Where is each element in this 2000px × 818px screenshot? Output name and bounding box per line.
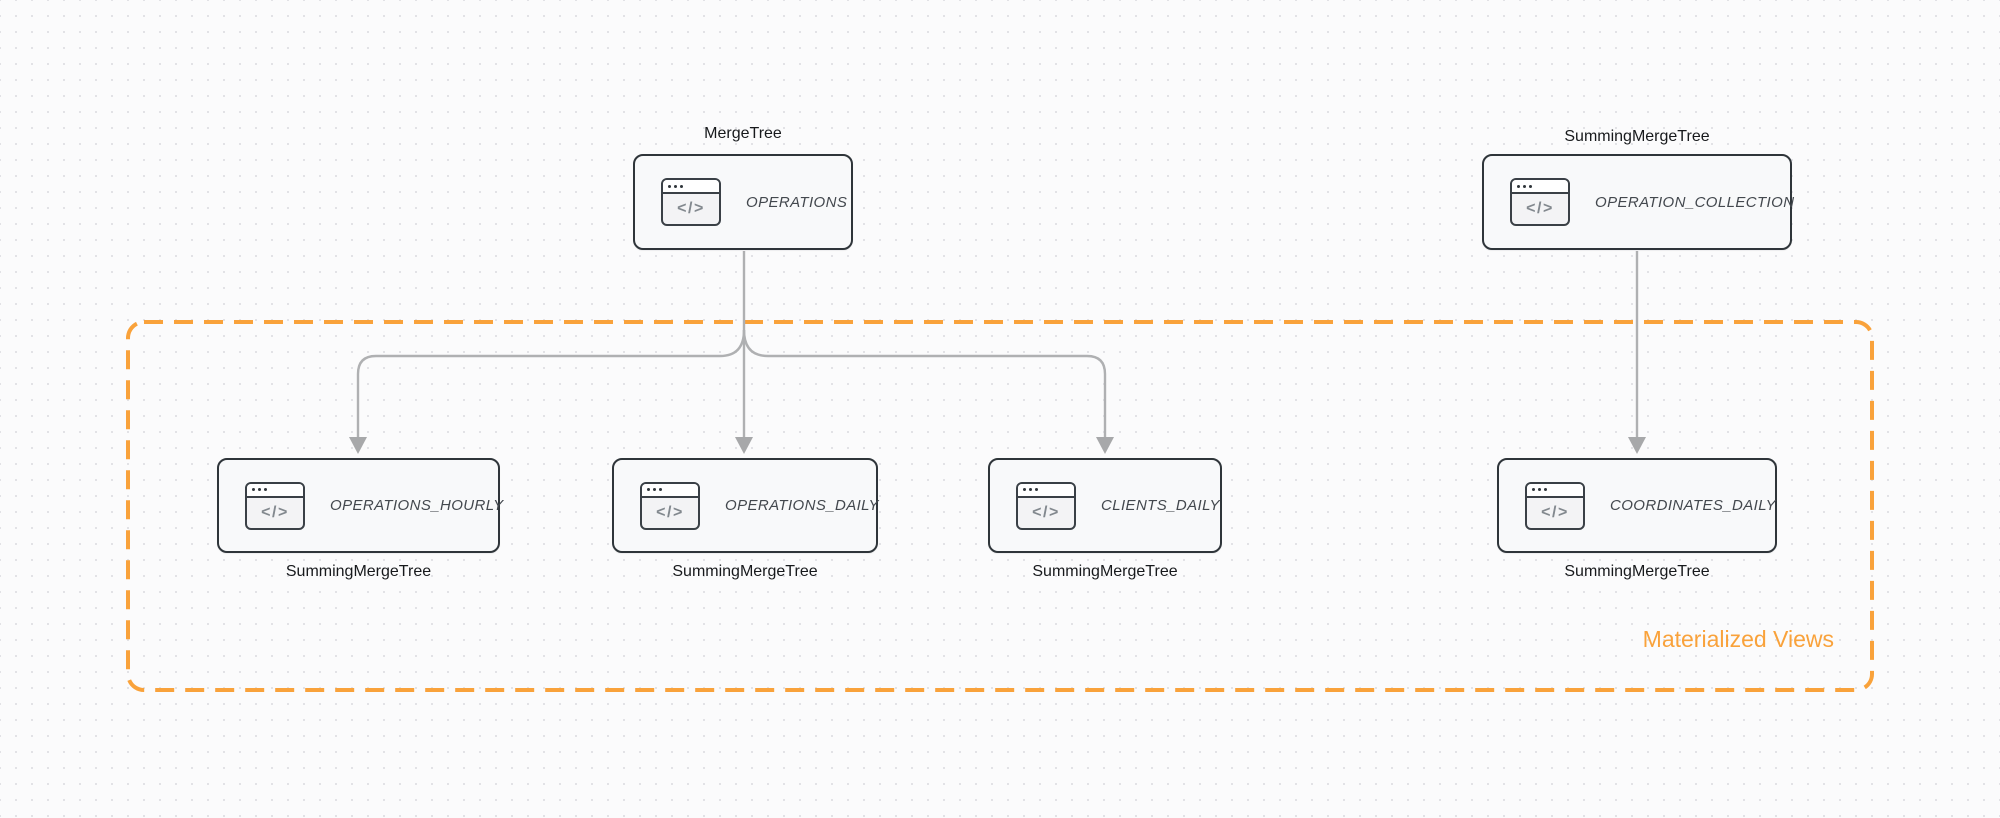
window-dots-icon: [1018, 483, 1074, 498]
engine-label-operation-collection: SummingMergeTree: [1564, 128, 1710, 145]
node-operations[interactable]: </> OPERATIONS: [633, 154, 853, 250]
code-glyph-icon: </>: [261, 503, 289, 521]
code-window-icon: </>: [245, 481, 305, 530]
node-operations-hourly[interactable]: </> OPERATIONS_HOURLY: [217, 458, 503, 553]
edge-operations-to-clients-daily: [742, 329, 1107, 437]
node-label: OPERATIONS_HOURLY: [330, 497, 504, 514]
engine-label-mergetree: MergeTree: [704, 125, 782, 142]
window-dots-icon: [642, 483, 698, 498]
code-glyph-icon: </>: [1541, 503, 1569, 521]
code-glyph-icon: </>: [1032, 503, 1060, 521]
arrowhead-icon: [1096, 437, 1114, 454]
code-window-icon: </>: [1510, 178, 1570, 226]
node-label: OPERATIONS: [746, 193, 848, 211]
code-window-icon: </>: [640, 481, 700, 530]
code-glyph-icon: </>: [656, 503, 684, 521]
node-clients-daily[interactable]: </> CLIENTS_DAILY: [988, 458, 1222, 553]
window-dots-icon: [663, 180, 719, 194]
node-label: OPERATIONS_DAILY: [725, 497, 879, 514]
node-label: COORDINATES_DAILY: [1610, 497, 1777, 514]
node-operations-daily[interactable]: </> OPERATIONS_DAILY: [612, 458, 879, 553]
engine-label-clients-daily: SummingMergeTree: [1032, 563, 1178, 580]
materialized-views-caption: Materialized Views: [1642, 626, 1834, 652]
node-label: OPERATION_COLLECTION: [1595, 193, 1795, 211]
node-coordinates-daily[interactable]: </> COORDINATES_DAILY: [1497, 458, 1777, 553]
edge-operations-to-operations-hourly: [356, 329, 746, 437]
node-label: CLIENTS_DAILY: [1101, 497, 1220, 514]
arrowhead-icon: [349, 437, 367, 454]
code-glyph-icon: </>: [1526, 200, 1554, 217]
code-glyph-icon: </>: [677, 200, 705, 217]
code-window-icon: </>: [1525, 481, 1585, 530]
engine-label-operations-hourly: SummingMergeTree: [285, 563, 432, 580]
window-dots-icon: [1527, 483, 1583, 498]
node-operation-collection[interactable]: </> OPERATION_COLLECTION: [1482, 154, 1795, 250]
window-dots-icon: [247, 483, 303, 498]
arrowhead-icon: [735, 437, 753, 454]
engine-label-operations-daily: SummingMergeTree: [672, 563, 818, 580]
window-dots-icon: [1512, 180, 1568, 194]
arrowhead-icon: [1628, 437, 1646, 454]
code-window-icon: </>: [1016, 481, 1076, 530]
engine-label-coordinates-daily: SummingMergeTree: [1564, 563, 1710, 580]
code-window-icon: </>: [661, 178, 721, 226]
